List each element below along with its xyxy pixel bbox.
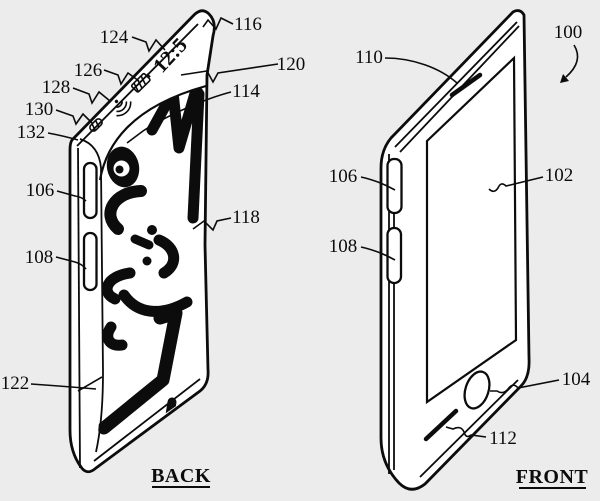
leader-126 bbox=[103, 69, 140, 86]
leader-110 bbox=[384, 57, 458, 84]
rear-camera bbox=[106, 146, 140, 188]
volume-button-upper-back bbox=[82, 161, 98, 220]
leader-124 bbox=[131, 36, 166, 53]
ref-label-120: 120 bbox=[277, 54, 306, 75]
ref-label-102: 102 bbox=[545, 165, 574, 186]
caption-back: BACK bbox=[151, 465, 211, 487]
leader-116 bbox=[202, 16, 234, 31]
ref-label-106-front: 106 bbox=[329, 166, 358, 187]
back-view: 12:5 124 116 126 bbox=[1, 9, 306, 488]
back-bottom-edge-line bbox=[93, 378, 201, 462]
ref-label-124: 124 bbox=[100, 27, 129, 48]
back-top-edge-line bbox=[76, 23, 199, 147]
leader-130 bbox=[55, 109, 93, 126]
wifi-icon bbox=[114, 99, 132, 117]
caption-front: FRONT bbox=[516, 466, 589, 488]
ref-label-108-back: 108 bbox=[25, 247, 54, 268]
ref-label-132: 132 bbox=[17, 122, 46, 143]
ref-label-128: 128 bbox=[42, 77, 71, 98]
ref-label-108-front: 108 bbox=[329, 236, 358, 257]
volume-button-upper-front bbox=[386, 157, 403, 215]
back-bottom-corner-line bbox=[77, 376, 103, 392]
volume-button-lower-back bbox=[82, 231, 98, 292]
back-left-edge-line bbox=[77, 147, 81, 469]
home-button bbox=[463, 370, 491, 410]
leader-104 bbox=[490, 379, 560, 394]
ref-label-112: 112 bbox=[489, 428, 517, 449]
leader-100-arrow bbox=[560, 44, 579, 83]
leader-122 bbox=[30, 383, 97, 390]
ref-label-106-back: 106 bbox=[26, 180, 55, 201]
ref-label-126: 126 bbox=[74, 60, 103, 81]
leader-108-back bbox=[55, 256, 87, 270]
leader-106-back bbox=[56, 190, 87, 202]
ref-label-122: 122 bbox=[1, 373, 30, 394]
front-device-outline bbox=[379, 9, 531, 491]
ref-label-104: 104 bbox=[562, 369, 591, 390]
display-screen bbox=[425, 55, 518, 405]
signal-pill-icon bbox=[89, 118, 103, 132]
speaker-slot bbox=[449, 72, 483, 98]
ref-label-116: 116 bbox=[234, 14, 262, 35]
front-bottom-edge-line bbox=[419, 379, 519, 478]
leader-108-front bbox=[360, 246, 396, 261]
ref-label-110: 110 bbox=[355, 47, 383, 68]
leader-114 bbox=[126, 91, 232, 144]
ref-label-130: 130 bbox=[25, 99, 54, 120]
front-top-bezel-line-1 bbox=[394, 21, 518, 148]
curved-display-boundary-arc bbox=[98, 84, 207, 181]
ref-label-114: 114 bbox=[232, 81, 260, 102]
leader-106-front bbox=[360, 176, 396, 191]
leader-132 bbox=[47, 132, 79, 141]
leader-128 bbox=[72, 87, 111, 105]
leader-118 bbox=[192, 217, 232, 232]
leader-120 bbox=[180, 63, 279, 84]
volume-button-lower-front bbox=[386, 226, 403, 285]
front-view: 110 100 106 102 108 104 112 FRONT bbox=[329, 9, 591, 491]
leader-102 bbox=[488, 176, 544, 193]
bottom-mic-slot bbox=[423, 408, 459, 442]
ref-label-100: 100 bbox=[554, 22, 583, 43]
leader-112 bbox=[445, 426, 487, 438]
ref-label-118: 118 bbox=[232, 207, 260, 228]
